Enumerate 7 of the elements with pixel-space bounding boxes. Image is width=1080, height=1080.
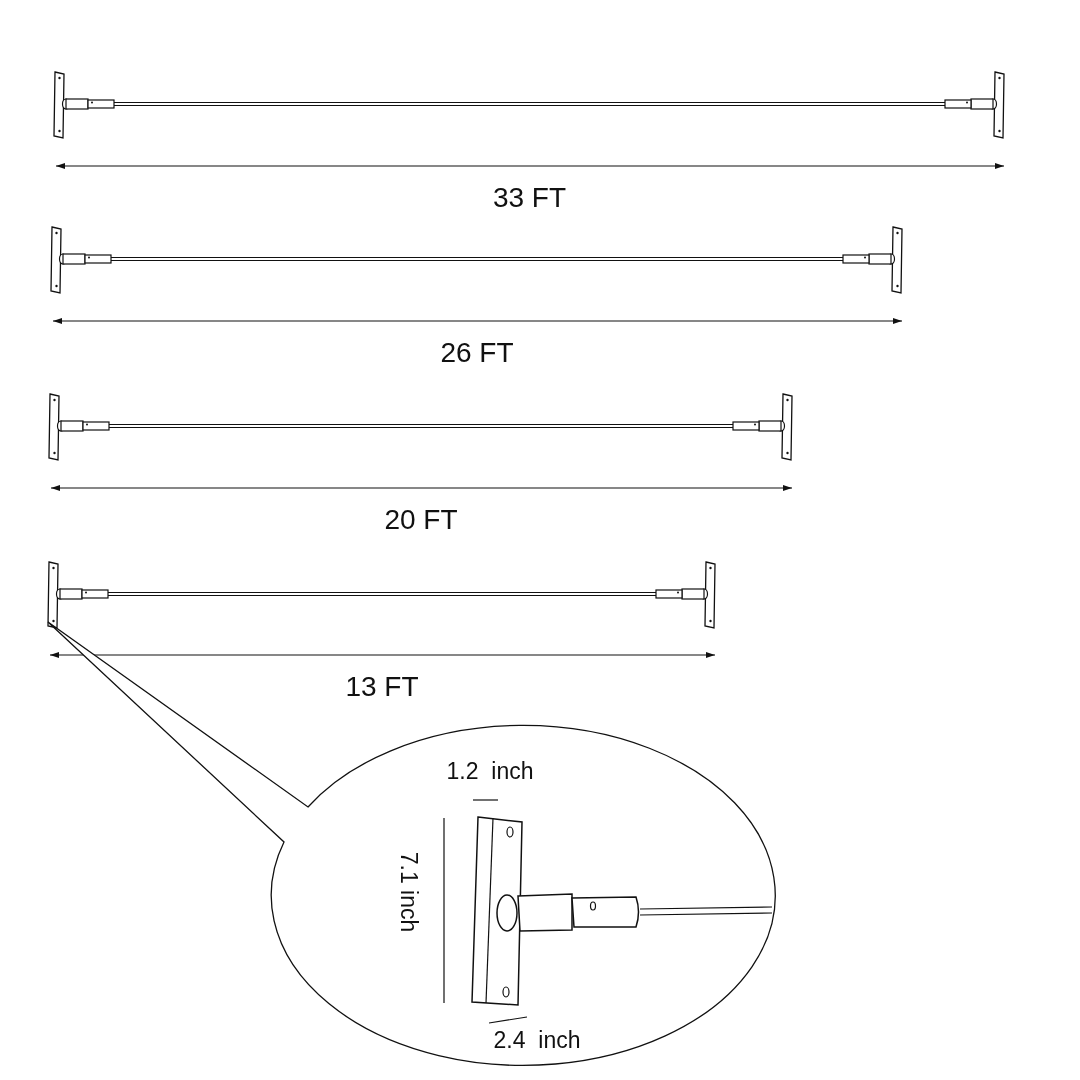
dimension-label: 2.4 inch [493, 1026, 581, 1054]
dimension-label: 7.1 inch [394, 851, 422, 933]
dimension-label: 13 FT [345, 671, 419, 703]
dimension-label: 20 FT [384, 504, 458, 536]
dimension-label: 33 FT [492, 182, 567, 214]
dimension-label: 1.2 inch [446, 757, 534, 785]
dimension-label: 26 FT [440, 337, 514, 369]
